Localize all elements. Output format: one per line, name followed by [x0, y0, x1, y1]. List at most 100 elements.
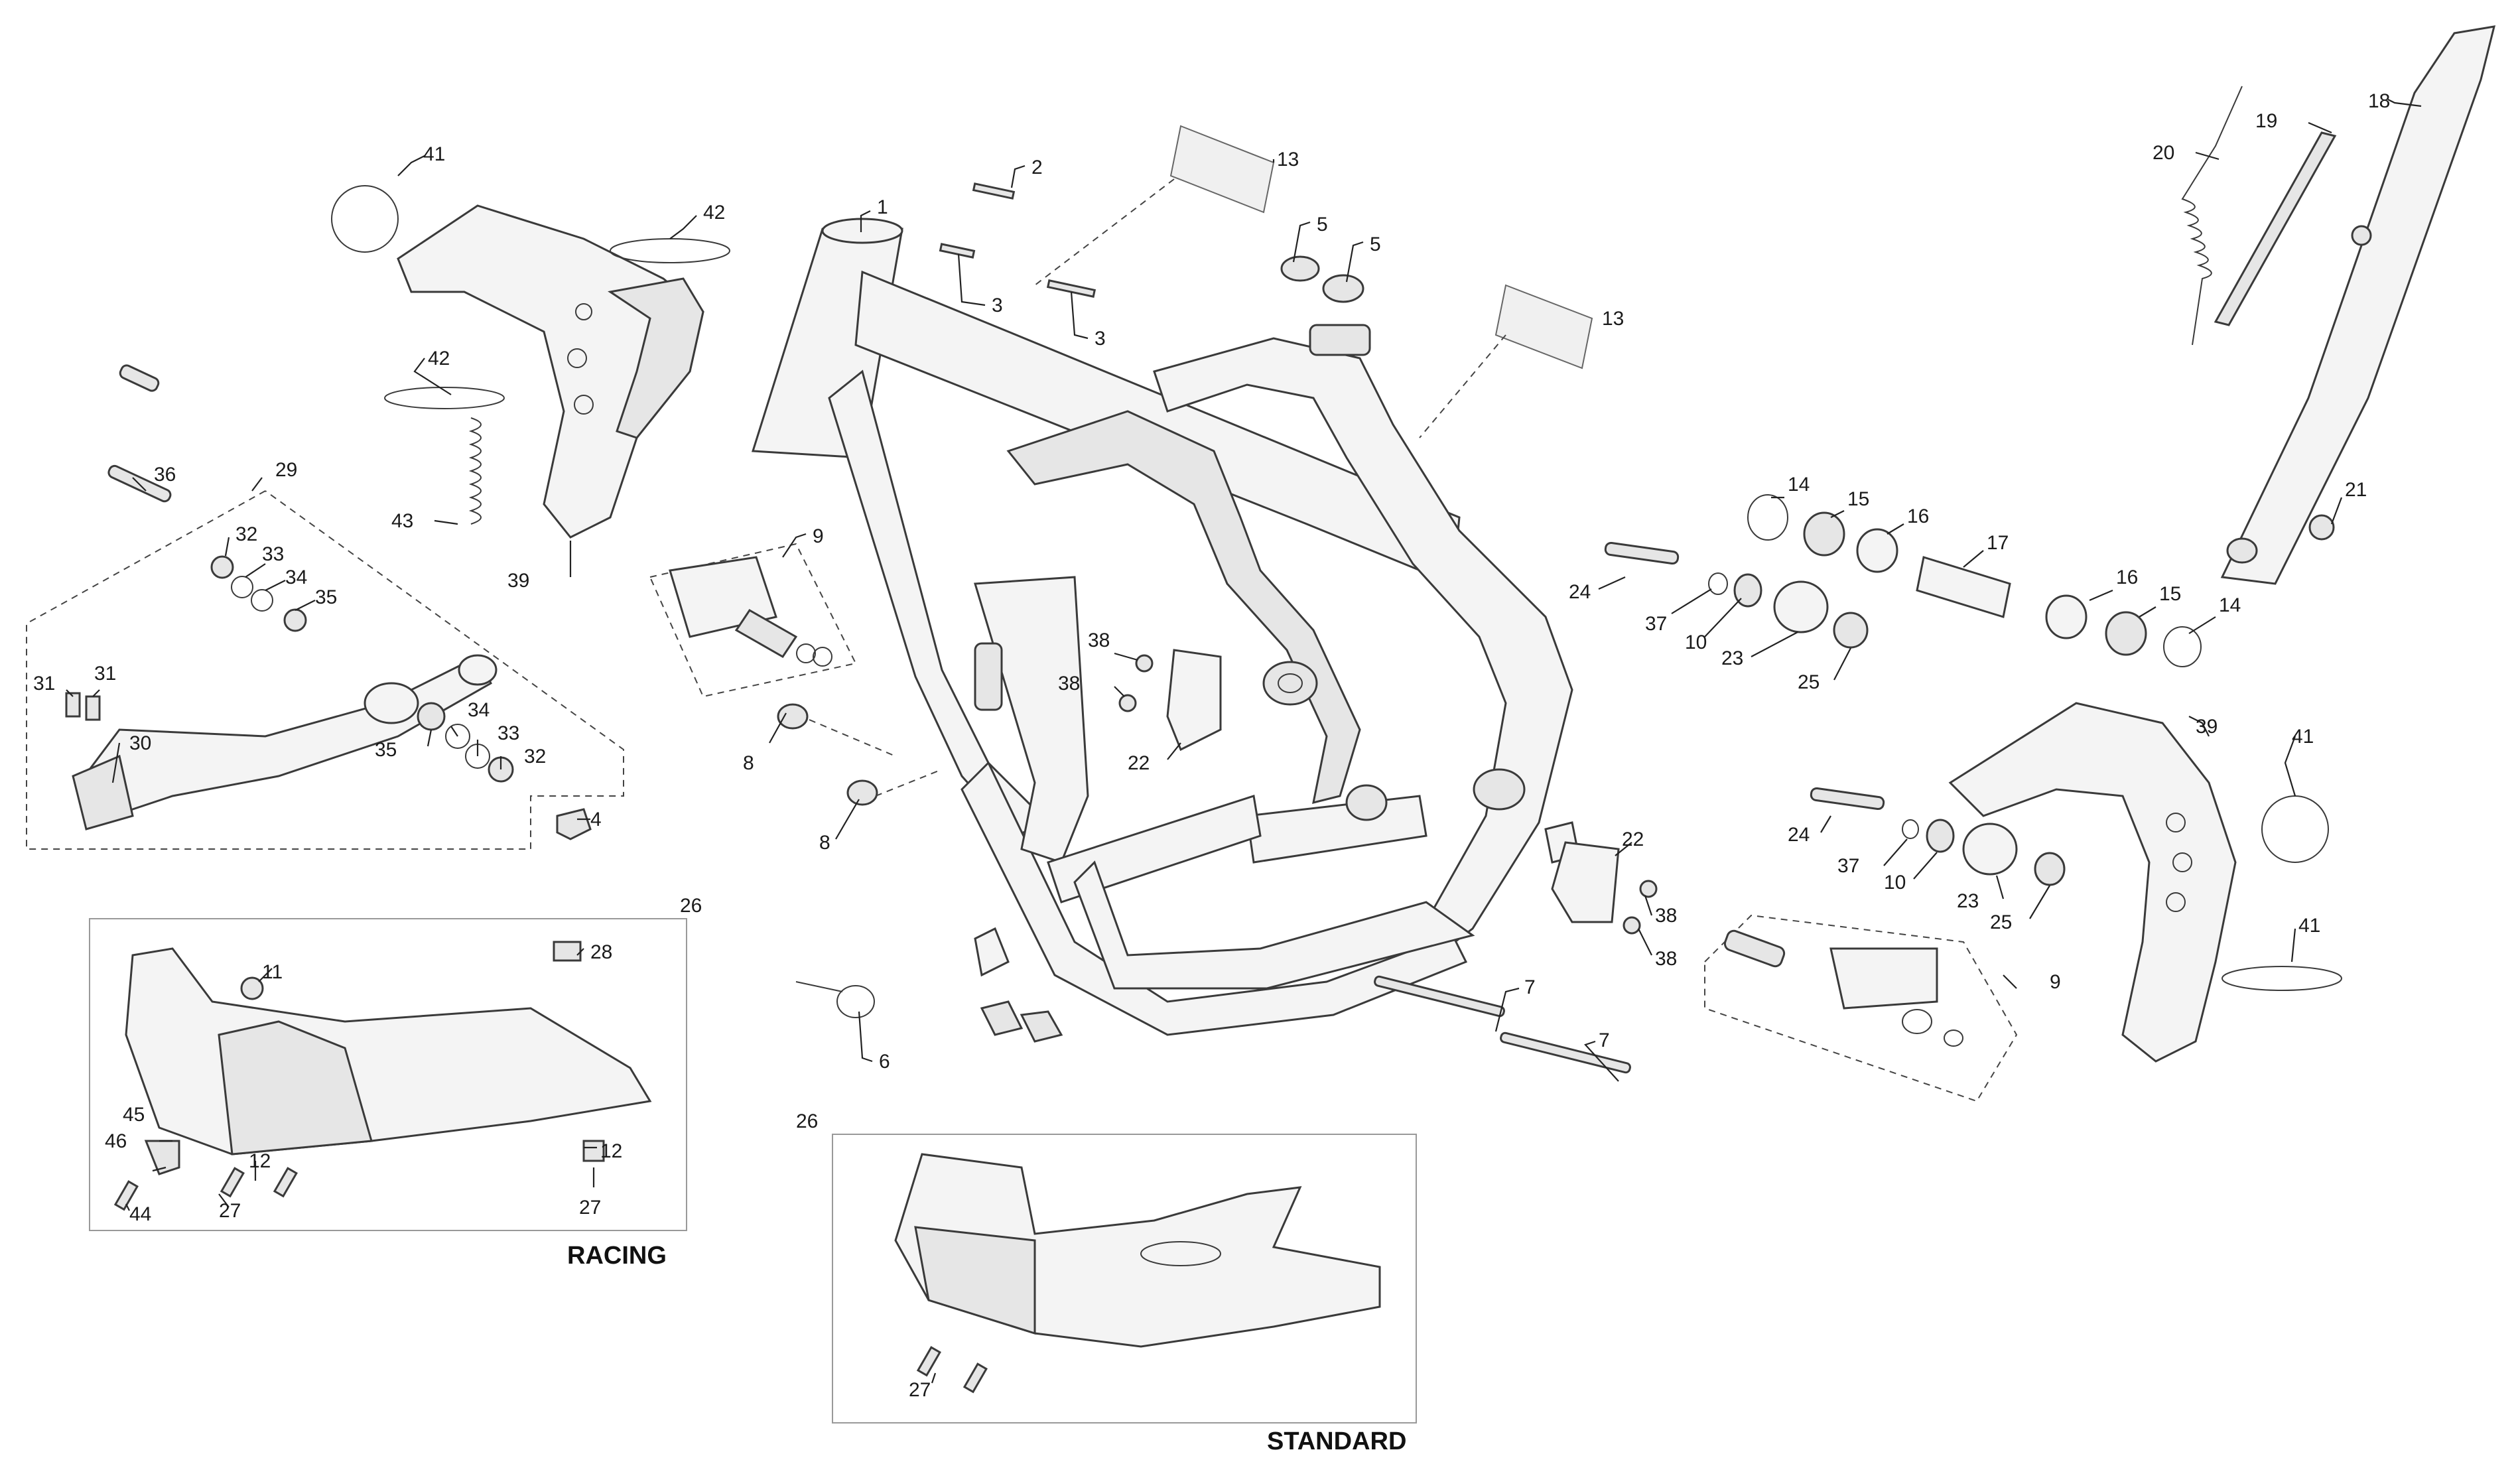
brake-pedal-group: [26, 364, 624, 850]
callout-29: 29: [275, 459, 297, 481]
caption-standard: STANDARD: [1267, 1427, 1406, 1455]
callout-38: 38: [1655, 948, 1677, 970]
frame-assembly: [751, 218, 1580, 1036]
callout-12: 12: [600, 1140, 622, 1162]
callout-39: 39: [2196, 716, 2218, 738]
callout-27: 27: [219, 1200, 241, 1222]
callout-45: 45: [123, 1104, 145, 1126]
callout-14: 14: [2219, 594, 2241, 616]
callout-24: 24: [1788, 824, 1810, 846]
spring-20: [2181, 86, 2243, 346]
callout-26: 26: [680, 895, 702, 917]
callout-22: 22: [1128, 752, 1150, 774]
callout-5: 5: [1317, 214, 1328, 235]
frame-guard-right: [1948, 702, 2237, 1063]
clips: [980, 1000, 1063, 1043]
callout-22: 22: [1622, 828, 1644, 850]
callout-14: 14: [1788, 474, 1810, 496]
callout-21: 21: [2345, 479, 2367, 501]
spring-19: [2214, 131, 2337, 326]
callout-35: 35: [315, 586, 337, 608]
bushings-8: [777, 703, 943, 806]
callout-7: 7: [1599, 1029, 1610, 1051]
callout-34: 34: [285, 566, 307, 588]
bracket-22-left: [1118, 649, 1222, 752]
nut-21: [2308, 514, 2335, 541]
callout-23: 23: [1957, 890, 1979, 912]
callout-32: 32: [235, 523, 257, 545]
callout-46: 46: [105, 1130, 127, 1152]
callout-38: 38: [1655, 905, 1677, 927]
callout-1: 1: [877, 196, 888, 218]
pivot-parts-upper: [1604, 494, 2202, 667]
callout-13: 13: [1277, 149, 1299, 170]
callout-10: 10: [1685, 631, 1707, 653]
callout-34: 34: [468, 699, 490, 721]
callout-30: 30: [129, 732, 151, 754]
callout-37: 37: [1837, 855, 1859, 877]
callout-24: 24: [1569, 581, 1591, 603]
callout-9: 9: [813, 525, 824, 547]
callout-12: 12: [249, 1150, 271, 1172]
callout-25: 25: [1798, 671, 1820, 693]
callout-35: 35: [375, 739, 397, 761]
callout-23: 23: [1721, 647, 1743, 669]
callout-18: 18: [2368, 90, 2390, 112]
callout-8: 8: [819, 832, 830, 854]
spring-43: [468, 417, 482, 525]
callout-8: 8: [743, 752, 754, 774]
spring-6: [795, 981, 875, 1018]
callout-15: 15: [2159, 583, 2181, 605]
grommet-parts: [1280, 255, 1364, 303]
callout-44: 44: [129, 1203, 151, 1225]
callout-27: 27: [909, 1379, 931, 1401]
callout-26: 26: [796, 1110, 818, 1132]
pin-parts: [939, 182, 1096, 298]
standard-skid-plate-box: [832, 1134, 1417, 1424]
callout-11: 11: [262, 961, 283, 983]
callout-4: 4: [590, 809, 602, 830]
callout-15: 15: [1847, 488, 1869, 510]
callout-43: 43: [391, 510, 413, 532]
callout-16: 16: [2116, 566, 2138, 588]
leader-lines: [66, 99, 2422, 1384]
callout-7: 7: [1524, 976, 1536, 998]
callout-17: 17: [1987, 532, 2009, 554]
callout-41: 41: [2292, 726, 2314, 748]
callout-38: 38: [1088, 630, 1110, 651]
callout-2: 2: [1031, 157, 1043, 178]
callout-5: 5: [1370, 233, 1381, 255]
callout-31: 31: [33, 673, 55, 695]
callout-20: 20: [2153, 142, 2174, 164]
callout-16: 16: [1907, 505, 1929, 527]
callout-6: 6: [879, 1051, 890, 1073]
footpeg-left: [649, 543, 857, 698]
callout-3: 3: [1094, 328, 1106, 350]
callout-10: 10: [1884, 872, 1906, 894]
callout-42: 42: [703, 202, 725, 224]
callout-27: 27: [579, 1197, 601, 1219]
callout-9: 9: [2050, 971, 2061, 993]
callout-39: 39: [507, 570, 529, 592]
callout-33: 33: [262, 543, 284, 565]
decal-13-group: [1034, 125, 1593, 438]
frame-guard-left: [397, 204, 704, 539]
cable-ties-left: [331, 185, 730, 409]
callout-32: 32: [524, 746, 546, 767]
bracket-22-right: [1551, 841, 1658, 935]
callout-31: 31: [94, 663, 116, 685]
nut-4: [556, 808, 592, 840]
callout-41: 41: [423, 143, 445, 165]
callout-33: 33: [497, 722, 519, 744]
pivot-parts-lower: [1810, 787, 2066, 886]
callout-19: 19: [2255, 110, 2277, 132]
callout-3: 3: [992, 295, 1003, 316]
callout-25: 25: [1990, 911, 2012, 933]
callout-37: 37: [1645, 613, 1667, 635]
callout-labels: 1 2 3 3 4 5 5 6 7 7 8 8 9 9 10 10 11 12 …: [33, 90, 2390, 1401]
callout-42: 42: [428, 348, 450, 369]
footpeg-right: [1704, 914, 2018, 1102]
callout-41: 41: [2298, 915, 2320, 937]
racing-skid-plate-box: [89, 918, 687, 1231]
